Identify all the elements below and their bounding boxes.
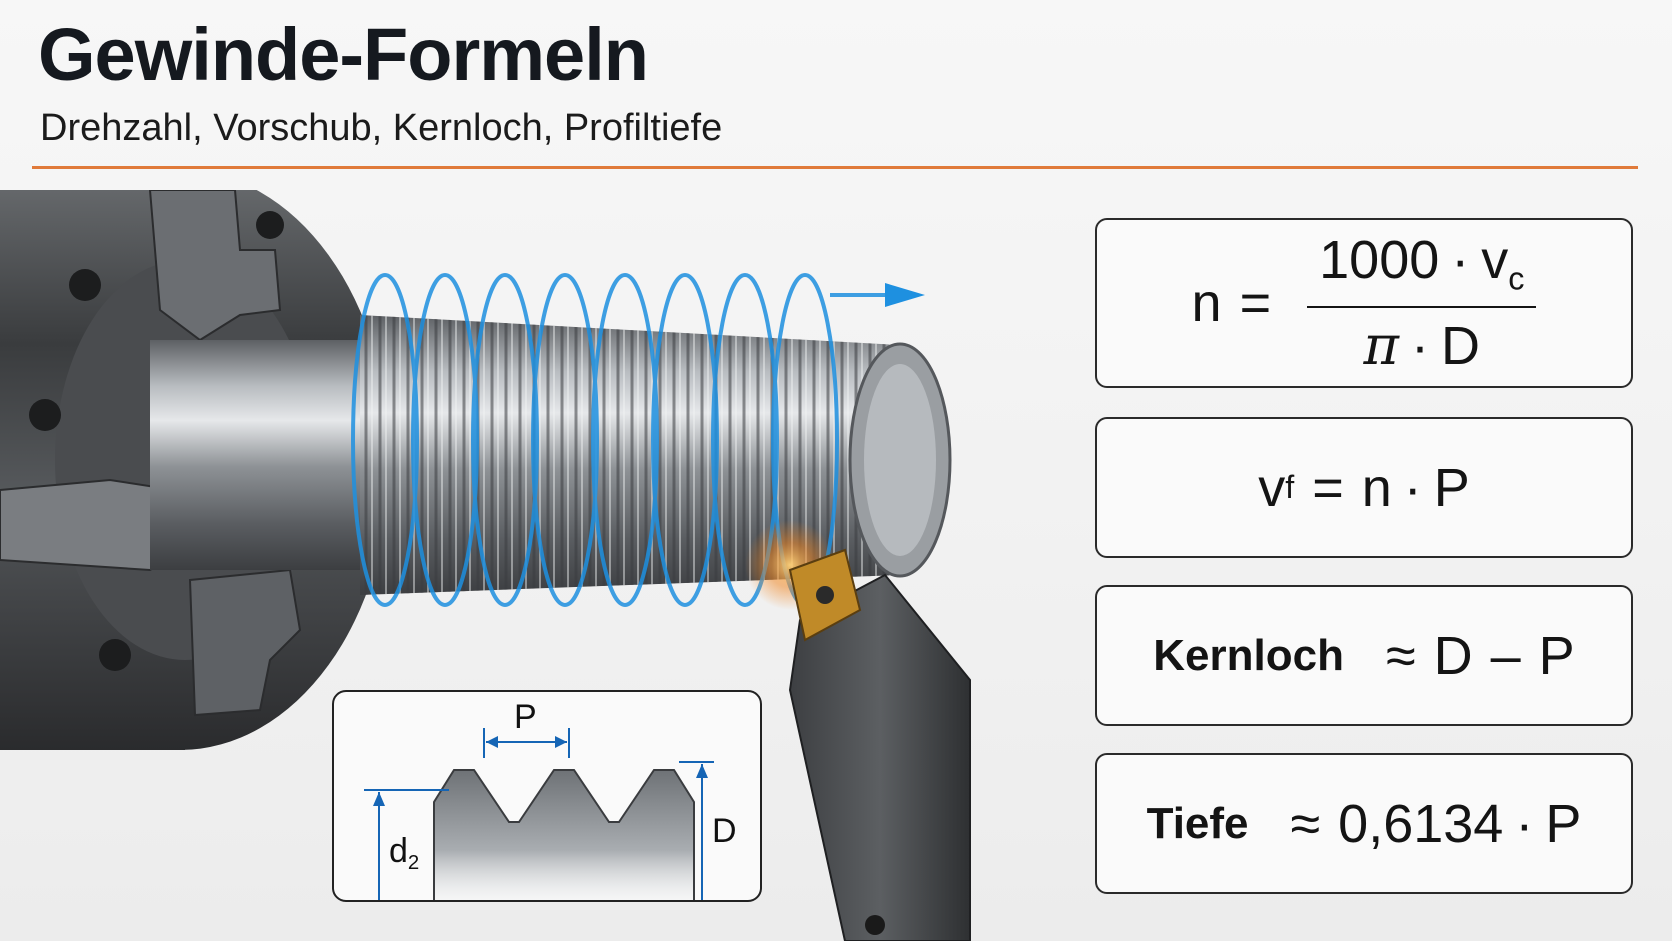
- page-subtitle: Drehzahl, Vorschub, Kernloch, Profiltief…: [40, 107, 723, 149]
- formula-box-core-hole: Kernloch ≈ D – P: [1095, 585, 1633, 726]
- page-title: Gewinde-Formeln: [38, 13, 649, 96]
- formula-box-depth: Tiefe ≈ 0,6134 · P: [1095, 753, 1633, 894]
- rpm-numerator: 1000·vc: [1307, 229, 1537, 308]
- rpm-denominator: π·D: [1363, 313, 1481, 377]
- pitch-diameter-label: d2: [389, 832, 420, 875]
- core-hole-formula: Kernloch ≈ D – P: [1153, 625, 1575, 686]
- formula-box-rpm: n = 1000·vc π·D: [1095, 218, 1633, 388]
- thread-profile-shape: [433, 769, 695, 900]
- threaded-workpiece: [150, 315, 952, 595]
- rpm-formula: n = 1000·vc π·D: [1192, 229, 1537, 377]
- turning-tool: [788, 548, 971, 941]
- thread-profile-diagram: [364, 728, 714, 900]
- thread-profile-inset: P D d2: [332, 690, 762, 902]
- pitch-label: P: [514, 698, 537, 736]
- rpm-fraction: 1000·vc π·D: [1307, 229, 1537, 377]
- helix-motion-arrow: [351, 273, 890, 607]
- lathe-thread-illustration: [0, 190, 971, 941]
- helix-arrowhead: [885, 283, 925, 307]
- depth-formula: Tiefe ≈ 0,6134 · P: [1146, 793, 1582, 854]
- orange-divider: [32, 166, 1638, 169]
- major-diameter-label: D: [712, 812, 737, 850]
